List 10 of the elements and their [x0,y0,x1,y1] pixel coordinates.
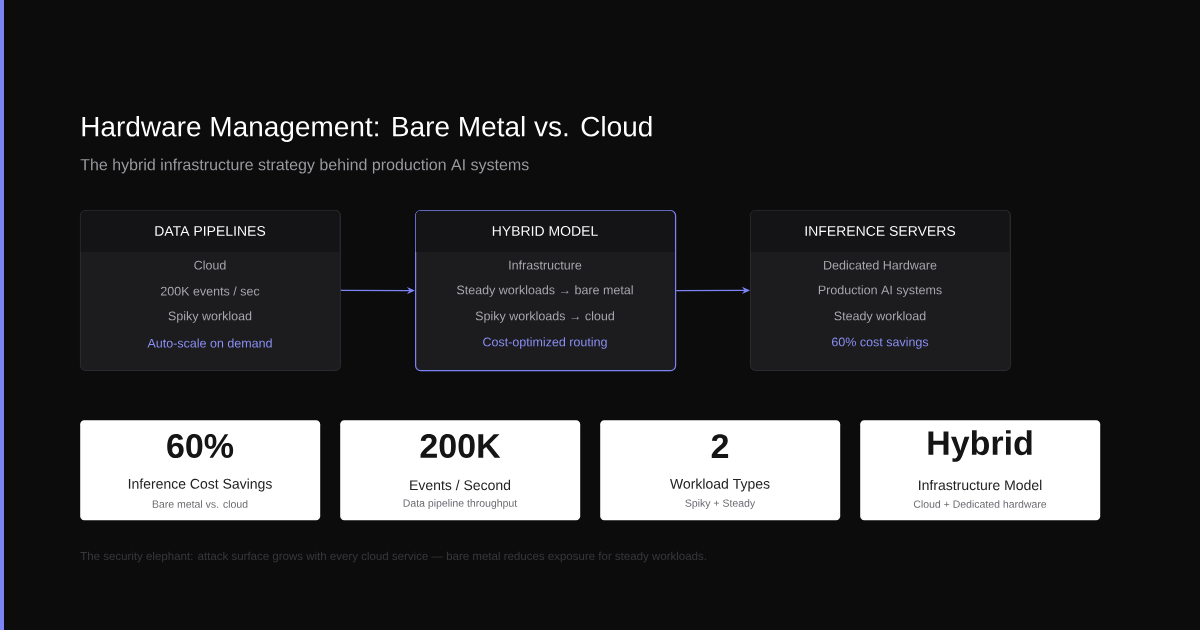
process-panel: DATA PIPELINES Cloud 200K events / sec Spiky workload Auto-scale on demand [80,210,341,371]
process-panel: INFERENCE SERVERS Dedicated Hardware Production AI systems Steady workload 60% cost savings [750,210,1011,371]
stat-card: 60% Inference Cost Savings Bare metal vs. cloud [80,420,321,521]
title: Hardware Management: Bare Metal vs. Cloud [82,115,652,143]
stat-card: Hybrid Infrastructure Model Cloud + Dedicated hardware [860,420,1101,521]
subtitle: The hybrid infrastructure strategy behind production AI systems [80,158,529,174]
arrow [675,286,750,294]
process-panel: HYBRID MODEL Infrastructure Steady workloads → bare metal Spiky workloads → cloud Cost-optimized routing [415,210,677,372]
stat-card: 200K Events / Second Data pipeline throughput [340,420,581,521]
stat-card: 2 Workload Types Spiky + Steady [600,420,841,521]
